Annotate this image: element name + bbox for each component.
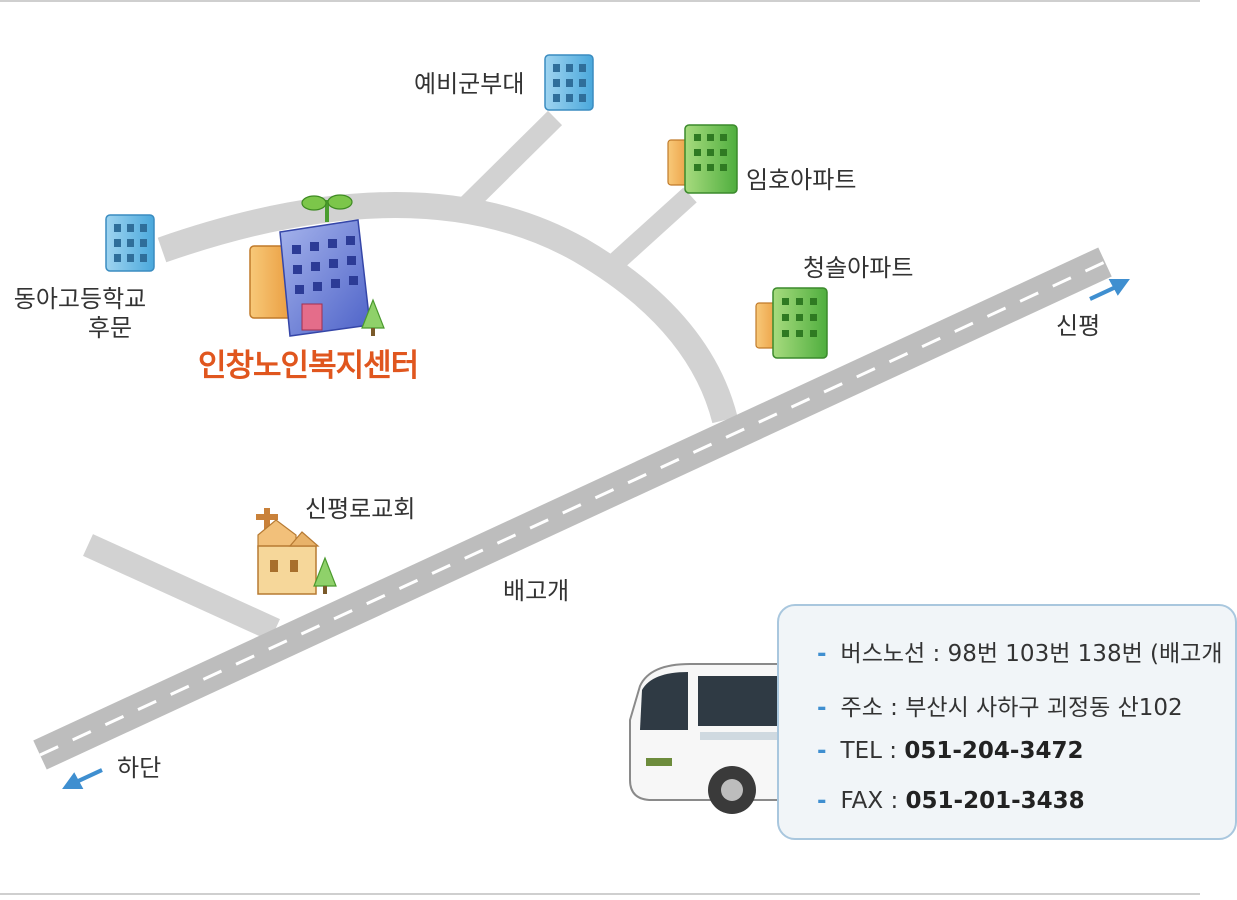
imho-apartment-icon [667,124,738,194]
fax-value: 051-201-3438 [905,788,1085,814]
center-name-label: 인창노인복지센터 [198,348,419,384]
address-label: 주소 : [840,695,906,721]
address-value: 부산시 사하구 괴정동 산102 [905,695,1183,721]
donga-school-label-line1: 동아고등학교 [13,285,147,313]
tel-value: 051-204-3472 [904,738,1084,764]
top-border [0,0,1200,2]
donga-school-label-line2: 후문 [87,313,133,342]
main-road [33,247,1112,770]
reserve-army-building-icon [544,54,594,111]
church-label: 신평로교회 [305,495,416,523]
bullet-dash-icon: - [817,641,827,667]
sinpyeong-label: 신평 [1056,312,1101,340]
cheongsol-apartment-icon [755,287,828,359]
arrow-to-sinpyeong-icon [1089,279,1130,301]
bullet-dash-icon: - [817,738,827,764]
donga-school-building-icon [105,214,155,272]
imho-apt-label: 임호아파트 [746,166,857,194]
fax-label: FAX : [840,788,906,814]
bus-route-label: 버스노선 : [840,641,948,667]
road-to-reserve-army [454,110,563,218]
bullet-dash-icon: - [817,695,827,721]
bus-icon [629,663,791,814]
tel-label: TEL : [840,738,905,764]
side-roads [83,110,738,641]
fax-row: -FAX : 051-201-3438 [817,788,1085,814]
reserve-army-label: 예비군부대 [414,70,525,98]
road-to-imho-apt [598,187,697,280]
bus-route-row: -버스노선 : 98번 103번 138번 (배고개 [817,634,1223,668]
arc-road [157,192,738,424]
bullet-dash-icon: - [817,788,827,814]
contact-info-box: -버스노선 : 98번 103번 138번 (배고개 -주소 : 부산시 사하구… [777,604,1237,840]
bus-route-value: 98번 103번 138번 (배고개 [947,641,1223,667]
center-building-icon [249,194,385,337]
tel-row: -TEL : 051-204-3472 [817,738,1083,764]
cheongsol-apt-label: 청솔아파트 [803,254,914,282]
bottom-border [0,893,1200,895]
arrow-to-hadan-icon [62,768,103,789]
church-icon [256,508,337,595]
address-row: -주소 : 부산시 사하구 괴정동 산102 [817,688,1183,722]
map-drawing [33,54,1130,814]
road-to-church [83,534,280,641]
donga-school-label: 동아고등학교 후문 [5,285,155,343]
baegogae-label: 배고개 [503,577,570,605]
hadan-label: 하단 [117,754,162,782]
